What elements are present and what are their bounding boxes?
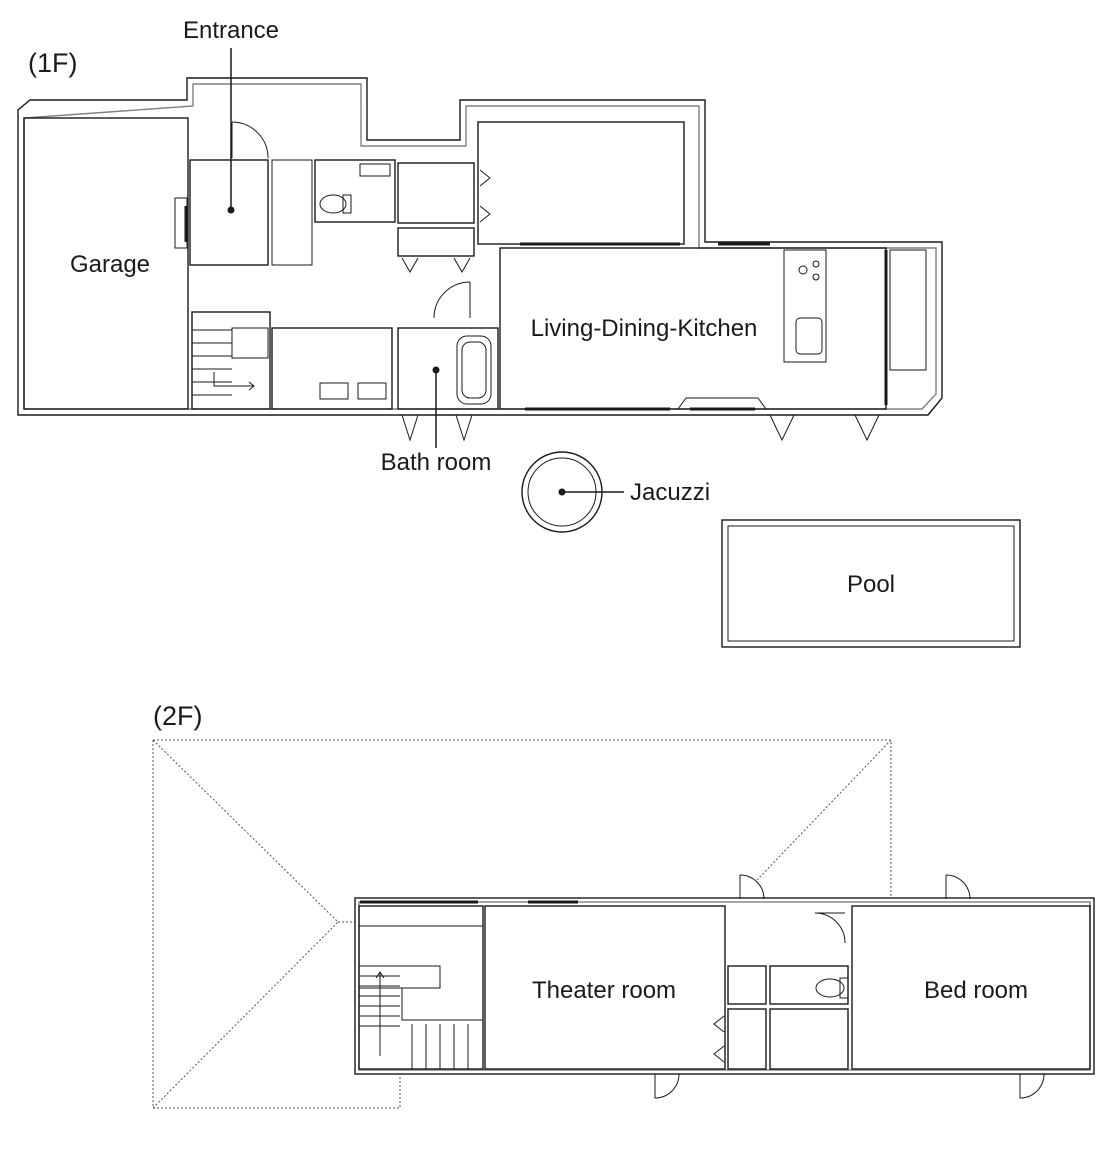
stairs-1f: [191, 311, 271, 410]
ldk-label: Living-Dining-Kitchen: [531, 315, 758, 342]
jacuzzi-marker: [558, 488, 566, 496]
theater-room: [484, 874, 765, 1099]
second-floor: (2F): [152, 701, 1095, 1109]
ldk-room: [499, 247, 927, 442]
closets-toilet-2f: [713, 912, 849, 1070]
roof-outline: [152, 739, 892, 1109]
second-floor-label: (2F): [153, 701, 203, 731]
pool-label: Pool: [847, 571, 895, 598]
toilet-1f: [314, 159, 396, 223]
bath-marker: [432, 366, 440, 374]
bath-label: Bath room: [381, 449, 492, 476]
washroom: [271, 281, 471, 410]
north-room: [477, 121, 770, 246]
entrance-marker: [227, 206, 235, 214]
entrance-label: Entrance: [183, 17, 279, 44]
entrance-area: [189, 121, 313, 266]
bed-label: Bed room: [924, 977, 1028, 1004]
first-floor-label: (1F): [28, 48, 78, 78]
first-floor: (1F): [17, 17, 1021, 648]
first-floor-outer-wall: [17, 77, 943, 416]
garage-room: [23, 117, 189, 410]
storage-closets: [397, 162, 475, 274]
pool: [721, 519, 1021, 648]
stairs-2f: [358, 905, 484, 1070]
bath-room: [397, 327, 499, 442]
garage-label: Garage: [70, 251, 150, 278]
theater-label: Theater room: [532, 977, 676, 1004]
jacuzzi-label: Jacuzzi: [630, 479, 710, 506]
bed-room: [851, 874, 1091, 1099]
